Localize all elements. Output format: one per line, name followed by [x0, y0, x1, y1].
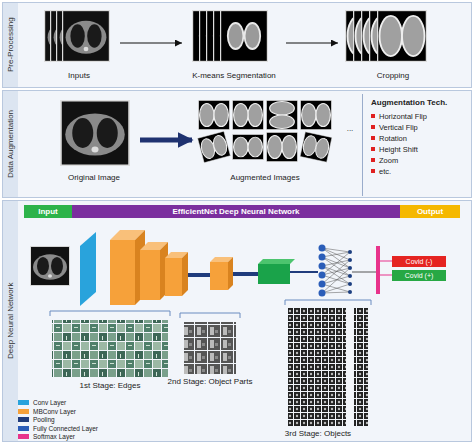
bar-label: Output [400, 205, 460, 218]
list-text: Height Shift [371, 144, 470, 155]
legend-text: Fully Connected Layer [33, 425, 98, 432]
legend-item: Pooling [18, 416, 55, 424]
list-text: Zoom [371, 155, 470, 166]
legend-text: MBConv Layer [33, 408, 76, 415]
bar-label: EfficientNet Deep Neural Network [72, 205, 400, 218]
image-caption: Original Image [48, 173, 140, 182]
section-band: Inputs K-means Segmentation Cropping Pre-Pr… [2, 2, 472, 88]
image-stack: Original Image [48, 96, 140, 184]
legend-item: Conv Layer [18, 399, 66, 407]
class-box: Covid (-) [392, 256, 446, 267]
image-stack: Cropping [338, 4, 448, 82]
legend-item: Fully Connected Layer [18, 425, 98, 433]
legend-text: Pooling [33, 416, 55, 423]
legend-swatch [18, 417, 29, 422]
list-text: Augmentation Tech. [371, 98, 470, 107]
image-grid: Augmented Images [192, 96, 338, 184]
header-bar: Output [400, 205, 460, 218]
legend-swatch [18, 409, 29, 414]
list-text: etc. [371, 166, 470, 177]
class-label: Covid (+) [392, 270, 446, 281]
legend-text: Softmax Layer [33, 433, 75, 440]
list-text: Horizontal Flip [371, 111, 470, 122]
legend-swatch [18, 434, 29, 439]
bar-label: Input [24, 205, 72, 218]
image-stack: K-means Segmentation [182, 4, 286, 82]
legend-item: MBConv Layer [18, 408, 76, 416]
header-bar: Input [24, 205, 72, 218]
section-title: Pre-Processing [3, 3, 18, 87]
class-label: Covid (-) [392, 256, 446, 267]
section-title: Deep Neural Network [3, 201, 18, 441]
legend-text: Conv Layer [33, 399, 66, 406]
stage-label: 1st Stage: Edges [50, 381, 170, 390]
legend-swatch [18, 426, 29, 431]
legend-item: Softmax Layer [18, 433, 75, 441]
section-band: InputEfficientNet Deep Neural NetworkOut… [2, 200, 472, 442]
technique-list: Augmentation Tech. Horizontal FlipVertica… [362, 94, 470, 196]
section-band: Original Image Augmented Images Augmentati… [2, 90, 472, 198]
ellipsis-mark: ... [340, 124, 360, 133]
image-caption: K-means Segmentation [182, 71, 286, 80]
stage-label: 2nd Stage: Object Parts [160, 377, 260, 386]
image-caption: Cropping [338, 71, 448, 80]
legend-swatch [18, 400, 29, 405]
stage-label: 3rd Stage: Objects [268, 429, 368, 438]
image-caption: Inputs [38, 71, 120, 80]
header-bar: EfficientNet Deep Neural Network [72, 205, 400, 218]
image-caption: Augmented Images [192, 173, 338, 182]
class-box: Covid (+) [392, 270, 446, 281]
section-title: Data Augmentation [3, 91, 18, 197]
image-stack: Inputs [38, 4, 120, 82]
list-text: Rotation [371, 133, 470, 144]
list-text: Vertical Flip [371, 122, 470, 133]
